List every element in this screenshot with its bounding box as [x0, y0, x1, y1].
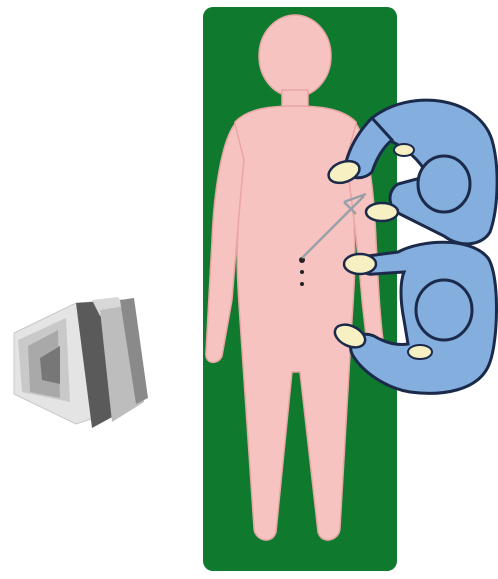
glove-icon [394, 144, 414, 156]
video-monitor-icon [14, 297, 148, 428]
glove-icon [408, 345, 432, 359]
glove-icon [344, 254, 376, 274]
port-mark [300, 282, 304, 286]
port-mark [300, 270, 304, 274]
glove-icon [366, 203, 398, 221]
